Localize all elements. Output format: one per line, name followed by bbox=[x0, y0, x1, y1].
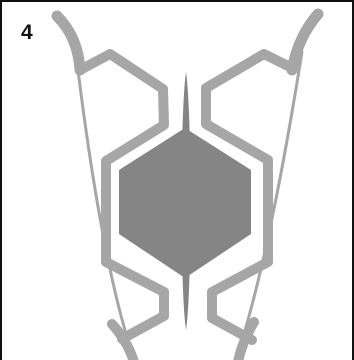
panel-number-label: 4 bbox=[21, 22, 33, 43]
upper-horn-left bbox=[57, 16, 80, 70]
vertical-spindle bbox=[182, 72, 191, 330]
upper-horn-right bbox=[292, 14, 318, 70]
